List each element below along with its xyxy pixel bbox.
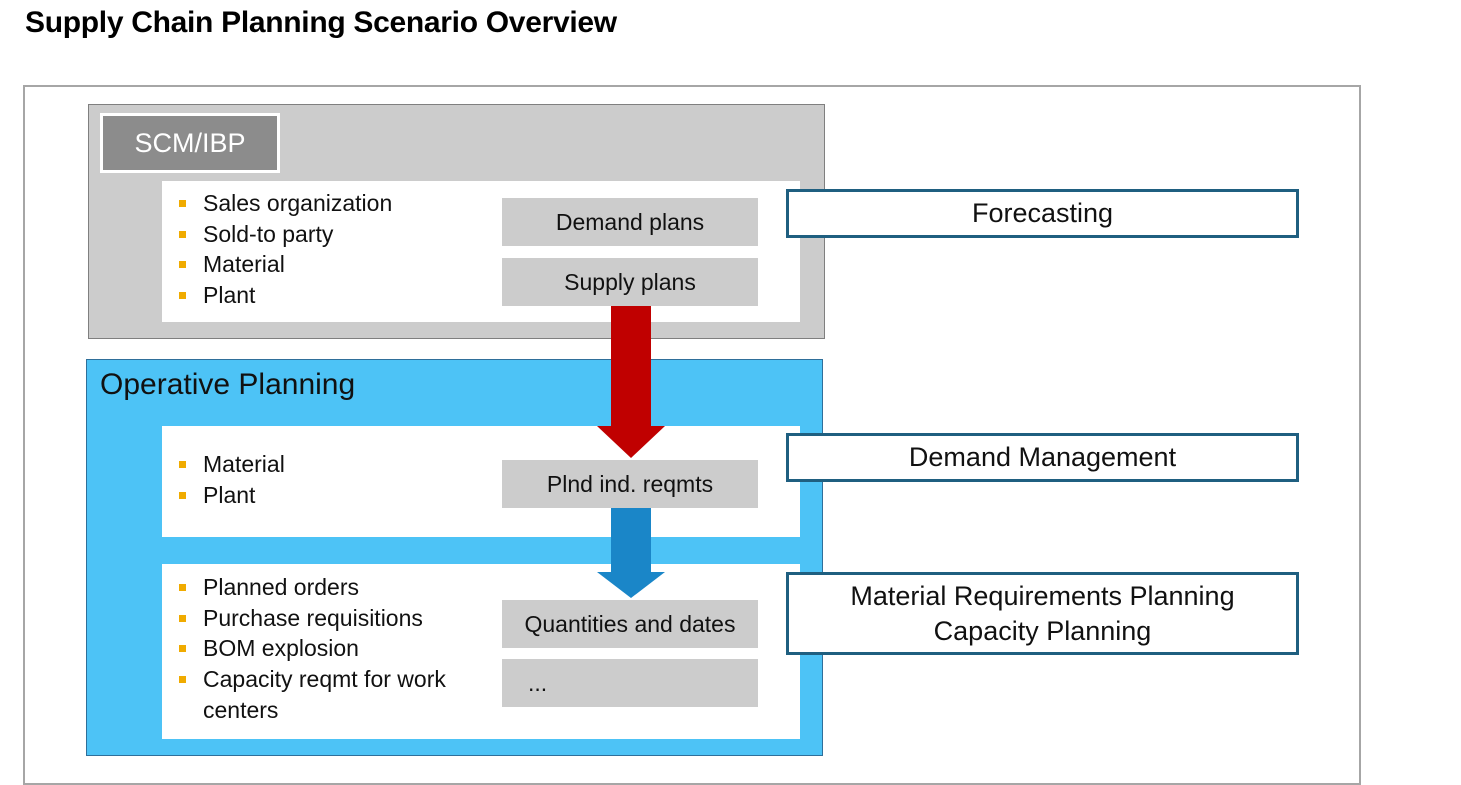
list-item: Plant xyxy=(176,280,392,311)
mrp-content xyxy=(162,564,800,739)
list-item: Planned orders xyxy=(176,572,496,603)
more-objects-box: ... xyxy=(502,659,758,707)
operative-planning-title: Operative Planning xyxy=(100,368,356,401)
list-item: BOM explosion xyxy=(176,633,496,664)
mrp-attribute-list: Planned orders Purchase requisitions BOM… xyxy=(176,572,496,726)
quantities-and-dates-box: Quantities and dates xyxy=(502,600,758,648)
list-item: Purchase requisitions xyxy=(176,603,496,634)
list-item: Plant xyxy=(176,480,285,511)
forecasting-process-box: Forecasting xyxy=(786,189,1299,238)
mrp-capacity-process-box: Material Requirements Planning Capacity … xyxy=(786,572,1299,655)
page-title: Supply Chain Planning Scenario Overview xyxy=(25,6,617,39)
down-arrow-blue-icon xyxy=(597,508,665,598)
supply-plans-box: Supply plans xyxy=(502,258,758,306)
list-item: Capacity reqmt for work centers xyxy=(176,664,496,725)
list-item: Material xyxy=(176,449,285,480)
demand-plans-box: Demand plans xyxy=(502,198,758,246)
scm-attribute-list: Sales organization Sold-to party Materia… xyxy=(176,188,392,311)
demand-management-label: Demand Management xyxy=(908,442,1177,472)
demand-management-process-box: Demand Management xyxy=(786,433,1299,482)
mrp-label: Material Requirements Planning xyxy=(850,580,1235,611)
list-item: Sales organization xyxy=(176,188,392,219)
operative-attribute-list: Material Plant xyxy=(176,449,285,510)
down-arrow-red-icon xyxy=(597,306,665,458)
forecasting-label: Forecasting xyxy=(971,198,1114,228)
planned-independent-requirements-box: Plnd ind. reqmts xyxy=(502,460,758,508)
capacity-planning-label: Capacity Planning xyxy=(933,615,1152,646)
list-item: Material xyxy=(176,249,392,280)
list-item: Sold-to party xyxy=(176,219,392,250)
scm-ibp-label: SCM/IBP xyxy=(100,113,280,173)
